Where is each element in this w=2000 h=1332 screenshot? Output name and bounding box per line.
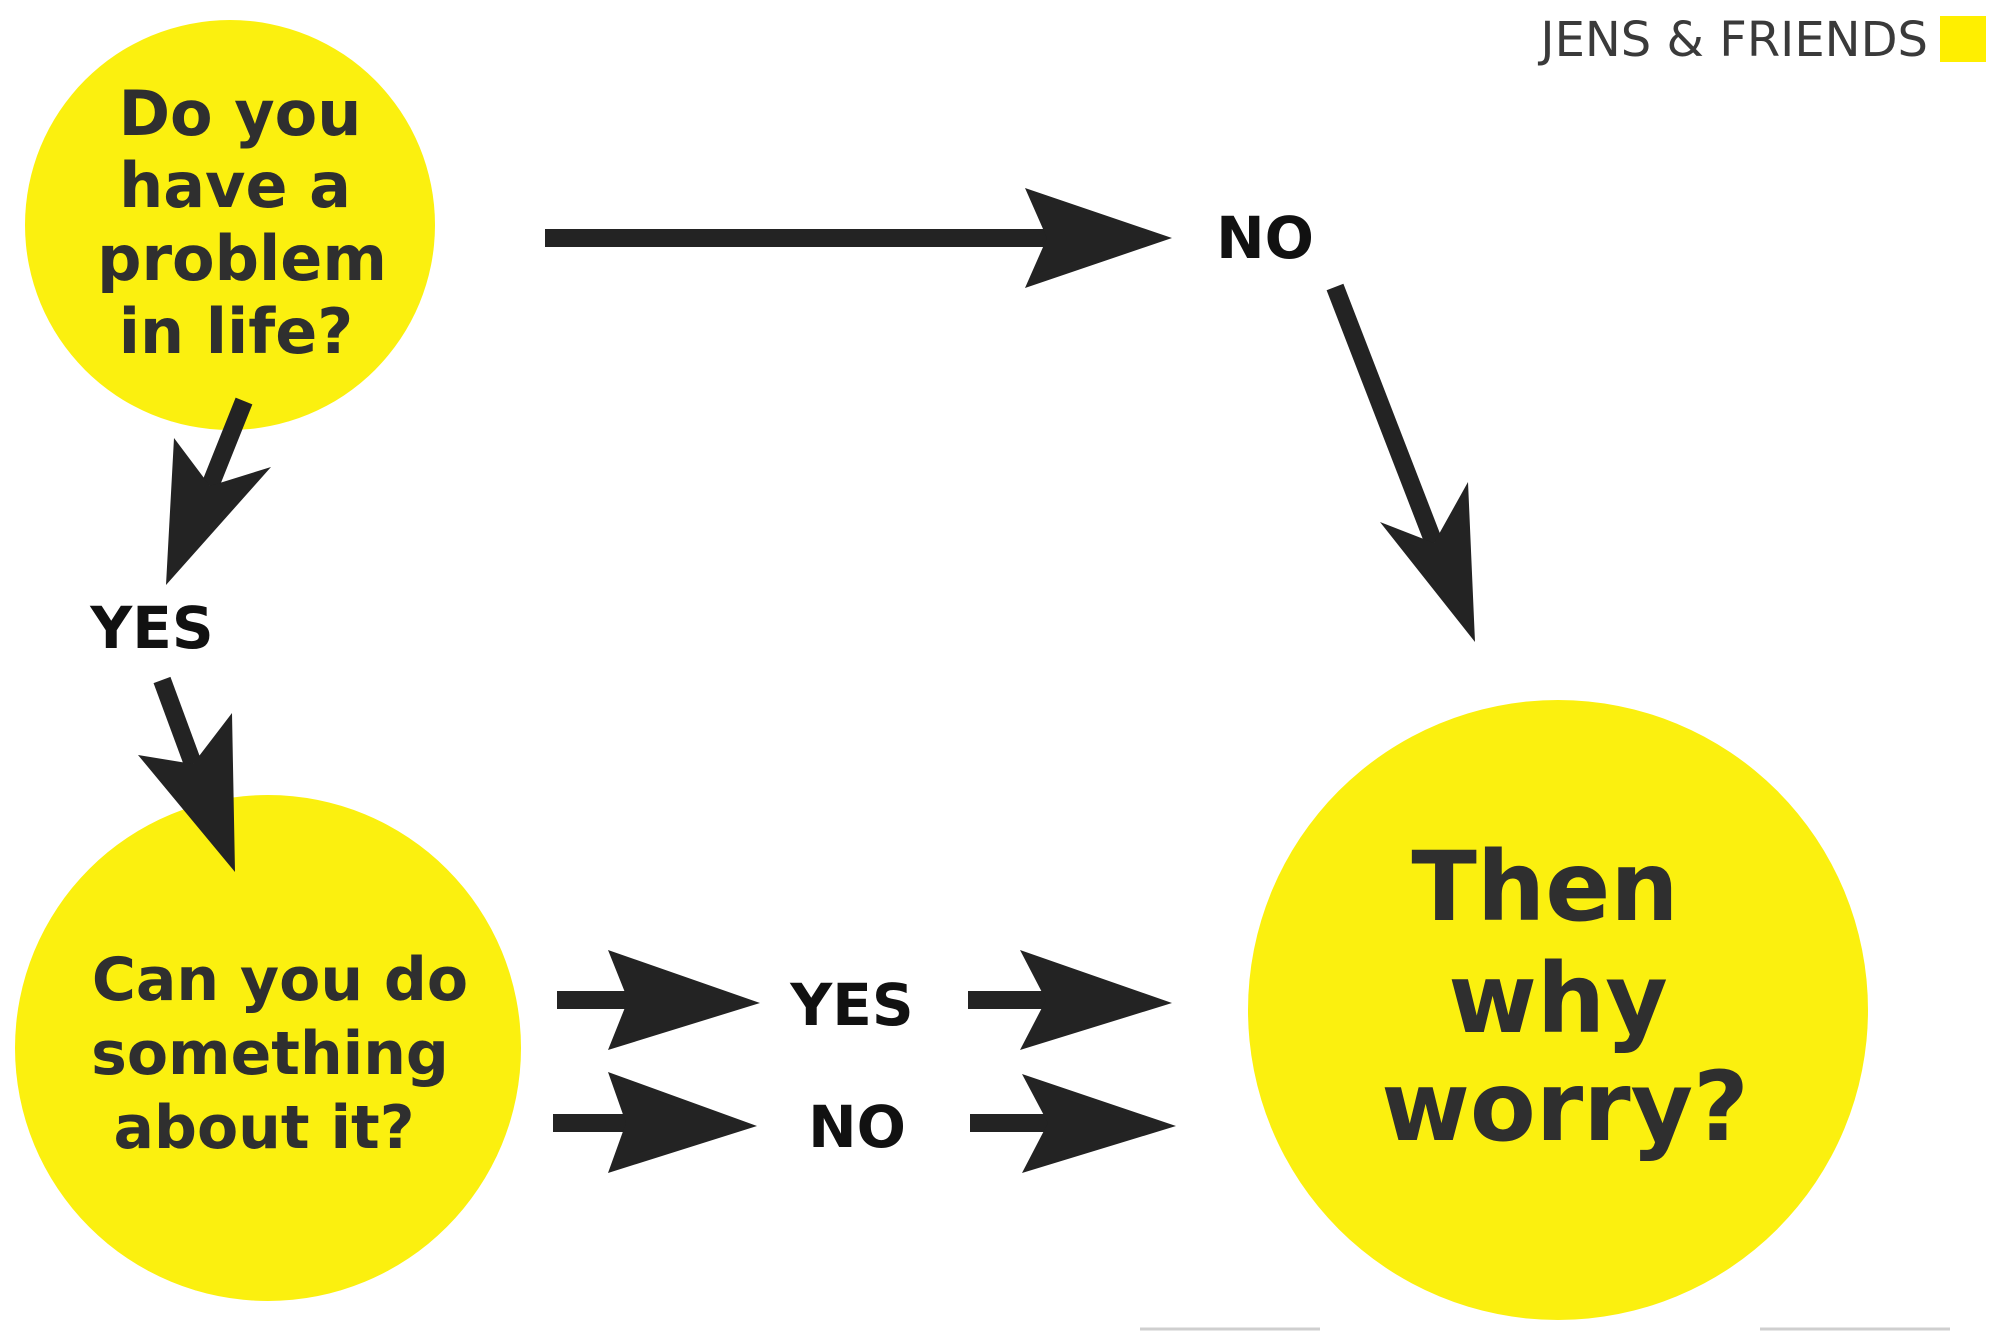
- problem-question-line-2: have a: [119, 149, 351, 222]
- top-no-arrow: [545, 188, 1172, 288]
- problem-question-line-4: in life?: [119, 295, 353, 368]
- top-right-arrow: [1326, 283, 1475, 642]
- top-no-label: NO: [1216, 204, 1314, 272]
- action-question-line-3: about it?: [114, 1093, 415, 1163]
- brand-name: JENS & FRIENDS: [1537, 12, 1928, 68]
- left-yes-label: YES: [89, 594, 213, 662]
- action-question-line-2: something: [91, 1019, 449, 1089]
- left-upper-arrow: [166, 397, 271, 585]
- problem-question-line-1: Do you: [119, 77, 362, 150]
- problem-question-line-3: problem: [97, 222, 387, 295]
- problem-question-circle: [25, 20, 435, 430]
- conclusion-line-2: why: [1448, 943, 1668, 1055]
- middle-yes-label: YES: [789, 971, 913, 1039]
- middle-no-label: NO: [808, 1093, 906, 1161]
- middle-no-right-arrow: [970, 1074, 1176, 1173]
- conclusion-circle: [1248, 700, 1868, 1320]
- conclusion-line-3: worry?: [1381, 1051, 1749, 1163]
- middle-yes-right-arrow: [968, 950, 1172, 1050]
- action-question-circle: [15, 795, 521, 1301]
- middle-yes-left-arrow: [557, 950, 760, 1050]
- left-lower-arrow: [138, 676, 235, 872]
- brand-square-icon: [1940, 16, 1986, 62]
- middle-no-left-arrow: [553, 1072, 757, 1173]
- conclusion-line-1: Then: [1411, 831, 1678, 943]
- action-question-line-1: Can you do: [92, 945, 468, 1015]
- brand-header: JENS & FRIENDS: [1537, 12, 1986, 68]
